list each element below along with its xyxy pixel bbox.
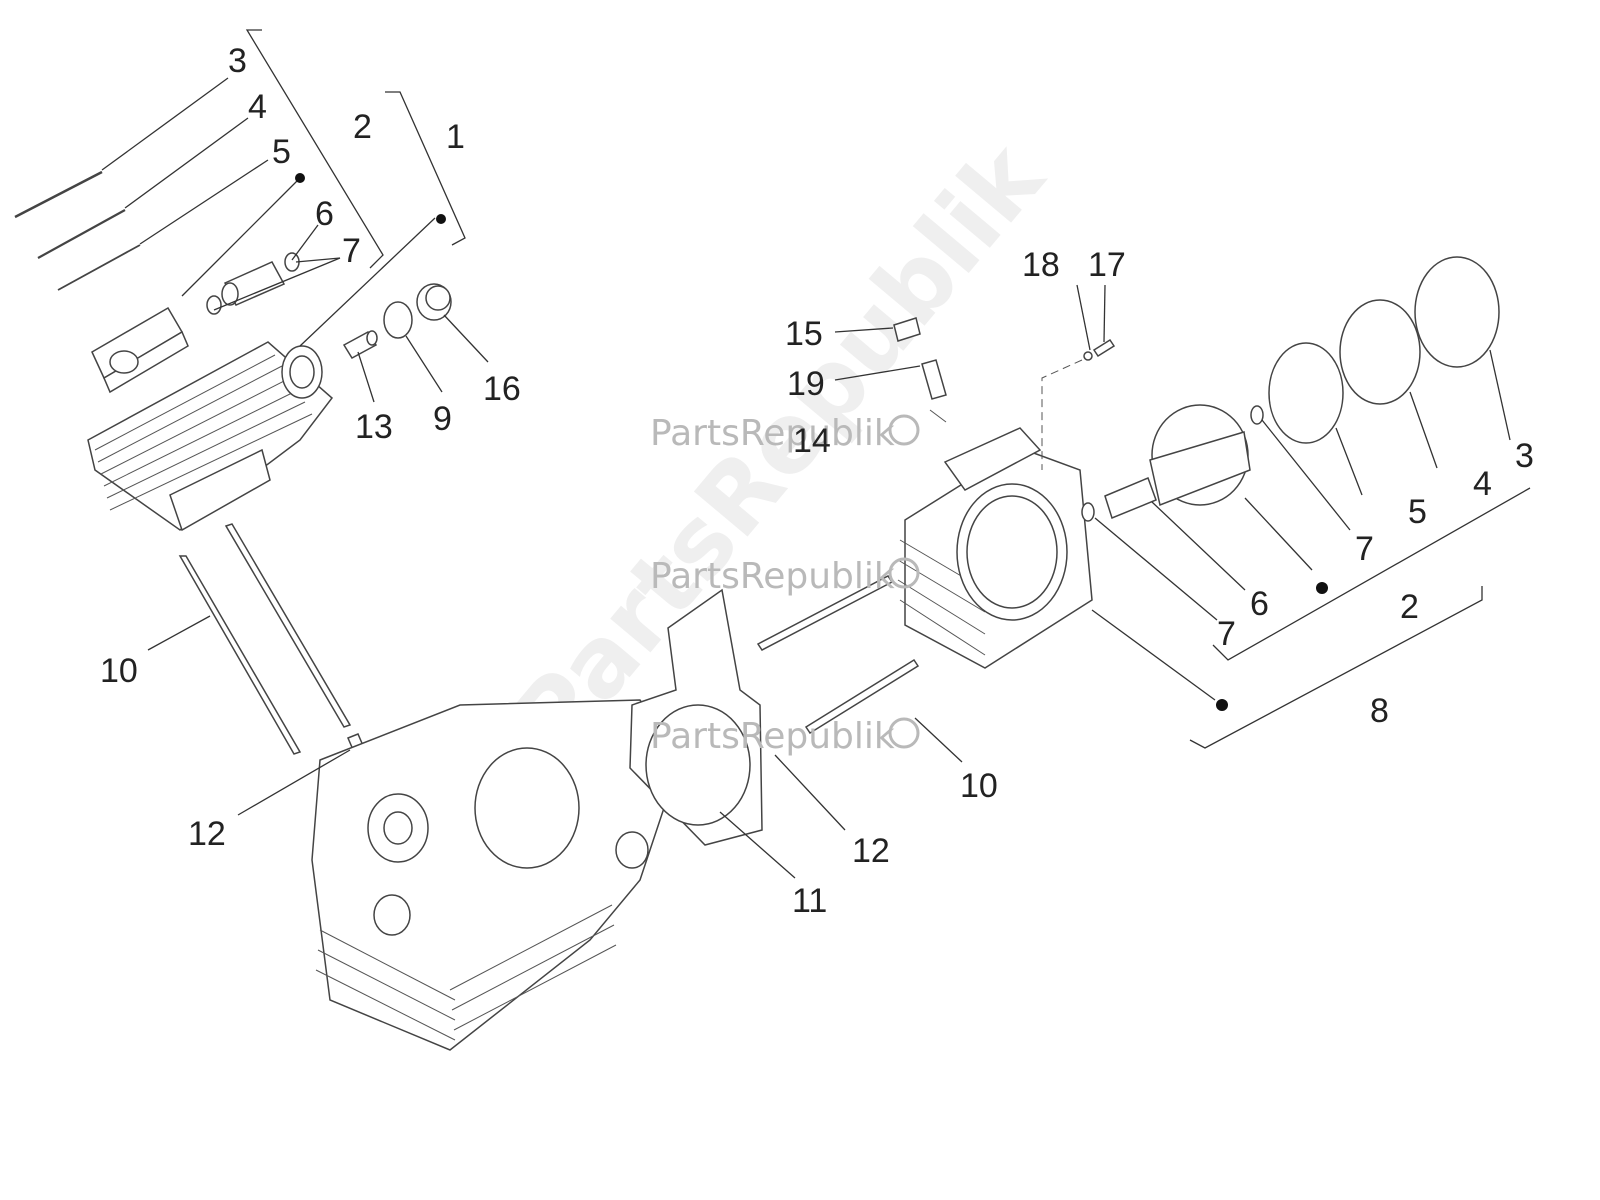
callout-9: 9 [433, 400, 452, 438]
leader-lines [101, 29, 1531, 879]
callout-15: 15 [785, 315, 823, 353]
piston-ring-4-right [1339, 299, 1421, 405]
piston-ring-5-right [1268, 342, 1344, 444]
watermark-bottom: PartsRepublik [650, 716, 920, 757]
piston-ring-3-left [14, 170, 103, 219]
stud-10-left-a [178, 555, 302, 755]
svg-text:PartsRepublik: PartsRepublik [650, 716, 895, 757]
washer-18 [1083, 351, 1093, 361]
piston-pin-left [221, 261, 286, 306]
bush-15 [893, 317, 921, 342]
callout-7-left: 7 [342, 232, 361, 270]
callout-5-right: 5 [1408, 493, 1427, 531]
crankcase [311, 699, 681, 1051]
callout-11: 11 [792, 882, 827, 920]
bullet-dot [436, 214, 446, 224]
watermark-middle: PartsRepublik [650, 556, 920, 597]
callout-13: 13 [355, 408, 393, 446]
callout-10-right: 10 [960, 767, 998, 805]
piston-ring-5-left [57, 244, 141, 291]
callout-3-right: 3 [1515, 437, 1534, 475]
stud-10-right-b [804, 658, 920, 735]
o-ring-9 [383, 301, 413, 339]
callout-2-left: 2 [353, 108, 372, 146]
cylinder-right [897, 427, 1093, 669]
callout-2-right: 2 [1400, 588, 1419, 626]
callout-4-left: 4 [248, 88, 267, 126]
guide-dashed [1041, 359, 1083, 470]
callout-6-right: 6 [1250, 585, 1269, 623]
piston-pin-right [1104, 477, 1157, 520]
dowel-19 [921, 359, 947, 400]
piston-left [91, 306, 189, 394]
circlip-7-right-a [1081, 502, 1095, 522]
watermark-top: PartsRepublik [650, 413, 920, 454]
callout-19: 19 [787, 365, 825, 403]
stud-10-left-b [224, 523, 352, 728]
circlip-7-right-b [1250, 405, 1264, 425]
callout-6-left: 6 [315, 195, 334, 233]
callout-1: 1 [446, 118, 465, 156]
callout-12-left: 12 [188, 815, 226, 853]
svg-text:PartsRepublik: PartsRepublik [650, 413, 895, 454]
callout-8: 8 [1370, 692, 1389, 730]
callout-7-right-bottom: 7 [1217, 615, 1236, 653]
dowel-13 [342, 330, 378, 359]
gasket-11 [629, 588, 763, 846]
screw-17 [1092, 338, 1116, 358]
svg-text:PartsRepublik: PartsRepublik [650, 556, 895, 597]
callout-5-left: 5 [272, 133, 291, 171]
bullet-dot [295, 173, 305, 183]
callout-16: 16 [483, 370, 521, 408]
bullet-dot [1216, 699, 1228, 711]
callout-3-left: 3 [228, 42, 247, 80]
gear-icon [888, 717, 920, 749]
plug-16 [416, 283, 452, 321]
callout-18: 18 [1022, 246, 1060, 284]
piston-ring-3-right [1414, 256, 1500, 368]
circlip-7-left-b [206, 295, 222, 315]
callout-17: 17 [1088, 246, 1126, 284]
cylinder-left [87, 341, 334, 532]
callout-numbers: 1 2 3 4 5 6 7 9 10 12 13 16 15 19 14 18 … [100, 42, 1534, 920]
piston-ring-4-left [37, 209, 126, 259]
piston-right [1149, 404, 1251, 507]
gear-icon [888, 557, 920, 589]
gear-icon [888, 414, 920, 446]
callout-14: 14 [793, 422, 831, 460]
callout-12-right: 12 [852, 832, 890, 870]
callout-10-left: 10 [100, 652, 138, 690]
callout-7-right-top: 7 [1355, 530, 1374, 568]
bullet-dot [1316, 582, 1328, 594]
callout-4-right: 4 [1473, 465, 1492, 503]
part-14 [929, 409, 947, 423]
